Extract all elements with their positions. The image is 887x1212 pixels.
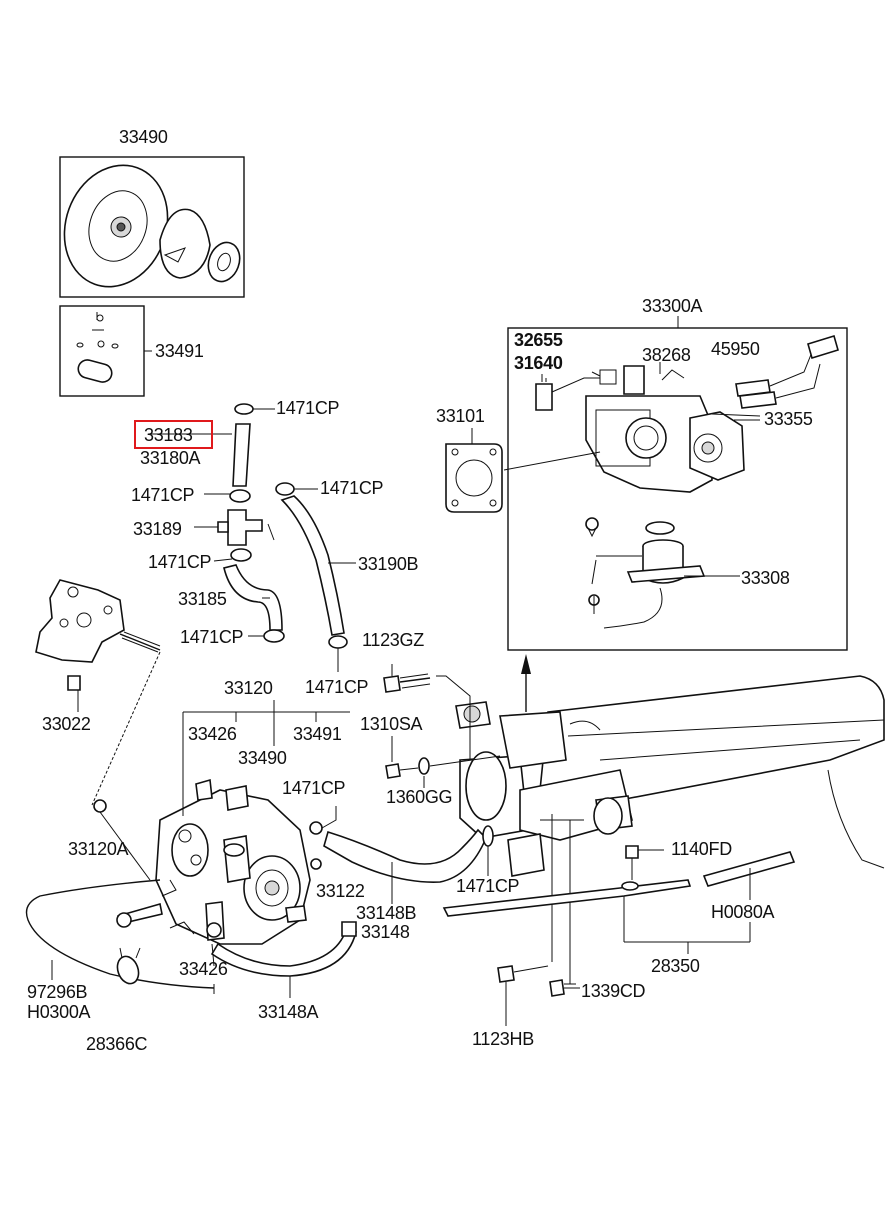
label-1123HB: 1123HB <box>472 1029 534 1049</box>
label-33490-top: 33490 <box>119 127 168 147</box>
bracket-28350 <box>442 845 796 1026</box>
hose-33190B <box>275 482 356 672</box>
label-1471CP-g: 1471CP <box>282 778 346 798</box>
arrow-up-icon <box>521 654 531 712</box>
label-33148B: 33148B <box>356 903 417 923</box>
label-1140FD: 1140FD <box>671 839 732 859</box>
label-1471CP-a: 1471CP <box>276 398 340 418</box>
bracket-33022 <box>35 579 161 806</box>
label-33491-b: 33491 <box>293 724 342 744</box>
leader-lines <box>148 433 275 541</box>
label-33122: 33122 <box>316 881 365 901</box>
label-33185: 33185 <box>178 589 227 609</box>
label-1339CD: 1339CD <box>581 981 646 1001</box>
label-1471CP-f: 1471CP <box>305 677 369 697</box>
label-33190B: 33190B <box>358 554 419 574</box>
label-33426-b: 33426 <box>179 959 228 979</box>
intake-manifold <box>436 675 885 985</box>
throttle-body-box <box>503 316 848 651</box>
label-33180A: 33180A <box>140 448 201 468</box>
label-1471CP-e: 1471CP <box>180 627 244 647</box>
label-45950: 45950 <box>711 339 760 359</box>
label-33426-a: 33426 <box>188 724 237 744</box>
hose-33183 <box>194 403 285 643</box>
label-1471CP-b: 1471CP <box>320 478 384 498</box>
label-33120A: 33120A <box>68 839 129 859</box>
kit-33491-box <box>59 305 152 397</box>
label-33189: 33189 <box>133 519 182 539</box>
label-38268: 38268 <box>642 345 691 365</box>
label-31640: 31640 <box>514 353 563 373</box>
label-28350: 28350 <box>651 956 700 976</box>
injection-pump-33120 <box>93 700 350 967</box>
kit-33490-box <box>59 156 245 298</box>
label-33148: 33148 <box>361 922 410 942</box>
label-H0300A: H0300A <box>27 1002 91 1022</box>
hose-33148 <box>210 806 494 998</box>
label-1471CP-h: 1471CP <box>456 876 520 896</box>
label-97296B: 97296B <box>27 982 88 1002</box>
label-H0080A: H0080A <box>711 902 775 922</box>
label-1471CP-d: 1471CP <box>148 552 212 572</box>
label-33308: 33308 <box>741 568 790 588</box>
label-1123GZ: 1123GZ <box>362 630 424 650</box>
highlight-box-33183 <box>134 420 213 449</box>
label-33101: 33101 <box>436 406 485 426</box>
label-33022: 33022 <box>42 714 91 734</box>
label-1471CP-c: 1471CP <box>131 485 195 505</box>
label-33491-top: 33491 <box>155 341 204 361</box>
label-33120: 33120 <box>224 678 273 698</box>
label-1310SA: 1310SA <box>360 714 423 734</box>
cable-97296B <box>25 879 215 994</box>
label-33300A: 33300A <box>642 296 703 316</box>
label-33148A: 33148A <box>258 1002 319 1022</box>
label-33355: 33355 <box>764 409 813 429</box>
label-28366C: 28366C <box>86 1034 148 1054</box>
label-1360GG: 1360GG <box>386 787 453 807</box>
bolts-left <box>383 664 501 788</box>
label-32655: 32655 <box>514 330 563 350</box>
gasket-33101 <box>445 428 503 513</box>
label-33183[interactable]: 33183 <box>144 425 193 445</box>
label-33490-b: 33490 <box>238 748 287 768</box>
